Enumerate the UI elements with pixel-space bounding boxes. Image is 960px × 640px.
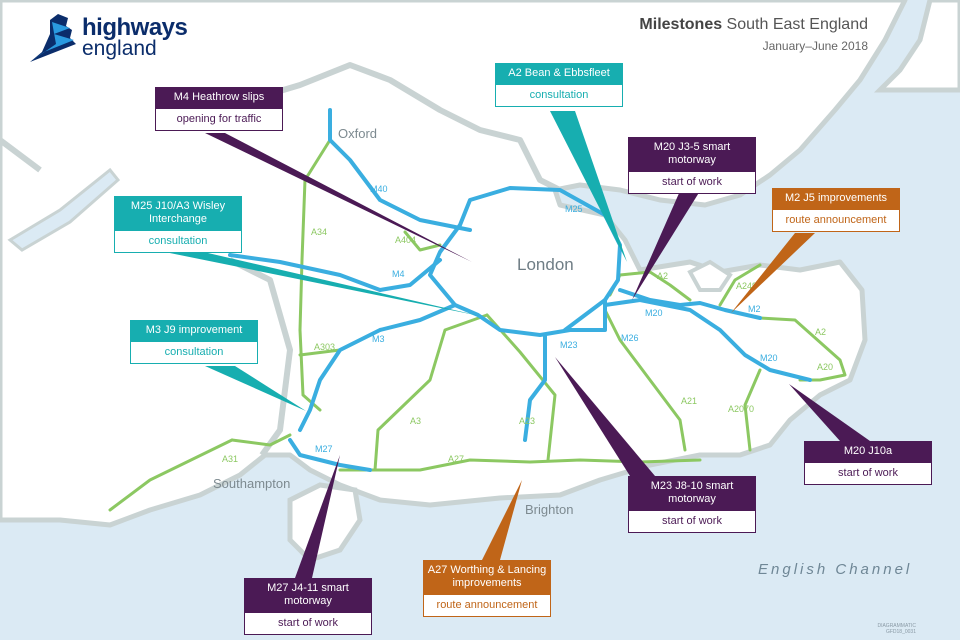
road-label-a21: A21 <box>681 396 697 406</box>
road-label-a2: A2 <box>815 327 826 337</box>
callout-status: consultation <box>130 341 258 364</box>
highways-england-logo: highways england <box>30 14 188 67</box>
road-label-m4: M4 <box>392 269 405 279</box>
m4 <box>228 253 442 292</box>
road-label-a249: A249 <box>736 281 757 291</box>
motorways <box>228 108 812 472</box>
road-label-a27: A27 <box>448 454 464 464</box>
callout-title: M2 J5 improvements <box>772 188 900 209</box>
callout-status: consultation <box>114 230 242 253</box>
place-london: London <box>517 255 574 274</box>
road-label-m27: M27 <box>315 444 333 454</box>
road-label-a404: A404 <box>395 235 416 245</box>
footer-line: DIAGRAMMATIC <box>877 623 916 629</box>
m20 <box>603 298 812 382</box>
callout-status: start of work <box>244 612 372 635</box>
page-title: Milestones South East England <box>639 16 868 34</box>
region-boundary <box>0 62 562 457</box>
road-label-m20: M20 <box>760 353 778 363</box>
road-label-m2: M2 <box>748 304 761 314</box>
m3 <box>298 303 457 432</box>
callout-title: M20 J10a <box>804 441 932 462</box>
logo-mark-icon <box>30 14 76 62</box>
road-label-m23: M23 <box>560 340 578 350</box>
title-bold: Milestones <box>639 16 723 33</box>
road-label-a31: A31 <box>222 454 238 464</box>
place-brighton: Brighton <box>525 502 574 517</box>
page-subtitle: January–June 2018 <box>762 39 868 53</box>
m27 <box>288 438 372 472</box>
road-label-a3: A3 <box>410 416 421 426</box>
east-coast-land <box>873 0 960 93</box>
sea-label: English Channel <box>758 561 913 578</box>
road-label-a20: A20 <box>817 362 833 372</box>
callout-title: M4 Heathrow slips <box>155 87 283 108</box>
road-label-a23: A23 <box>519 416 535 426</box>
callout-status: start of work <box>804 462 932 485</box>
brand-name: highways <box>82 14 188 41</box>
road-labels: M40 M4 M25 M3 M27 M23 M26 M20 M20 M2 A34… <box>222 184 833 464</box>
a-roads <box>108 138 847 512</box>
road-label-a2070: A2070 <box>728 404 754 414</box>
callout-title: A2 Bean & Ebbsfleet <box>495 63 623 84</box>
m40 <box>328 108 472 232</box>
footer-code: GFD18_0031 <box>885 629 916 635</box>
isle-of-wight <box>287 482 363 563</box>
callout-status: route announcement <box>423 594 551 617</box>
callout-status: start of work <box>628 171 756 194</box>
brand-name-line2: england <box>82 37 157 60</box>
callout-title: M25 J10/A3 Wisley Interchange <box>114 196 242 230</box>
m2 <box>618 288 762 320</box>
road-label-m3: M3 <box>372 334 385 344</box>
title-rest: South East England <box>722 16 868 33</box>
land-mainland <box>0 0 908 528</box>
road-label-a2: A2 <box>657 271 668 281</box>
callout-title: A27 Worthing & Lancing improvements <box>423 560 551 594</box>
road-label-m40: M40 <box>370 184 388 194</box>
severn-estuary <box>7 167 121 252</box>
road-label-m20: M20 <box>645 308 663 318</box>
place-oxford: Oxford <box>338 126 378 141</box>
callout-status: consultation <box>495 84 623 107</box>
sheppey <box>687 259 733 292</box>
callout-status: route announcement <box>772 209 900 232</box>
callout-title: M20 J3-5 smart motorway <box>628 137 756 171</box>
callout-status: start of work <box>628 510 756 533</box>
place-southampton: Southampton <box>213 476 291 491</box>
callout-pointers <box>155 111 870 578</box>
callout-title: M27 J4-11 smart motorway <box>244 578 372 612</box>
callout-title: M3 J9 improvement <box>130 320 258 341</box>
road-label-a303: A303 <box>314 342 335 352</box>
callout-title: M23 J8-10 smart motorway <box>628 476 756 510</box>
m23 <box>523 333 547 442</box>
road-label-m26: M26 <box>621 333 639 343</box>
m26 <box>563 298 607 332</box>
callout-status: opening for traffic <box>155 108 283 131</box>
road-label-m25: M25 <box>565 204 583 214</box>
road-label-a34: A34 <box>311 227 327 237</box>
